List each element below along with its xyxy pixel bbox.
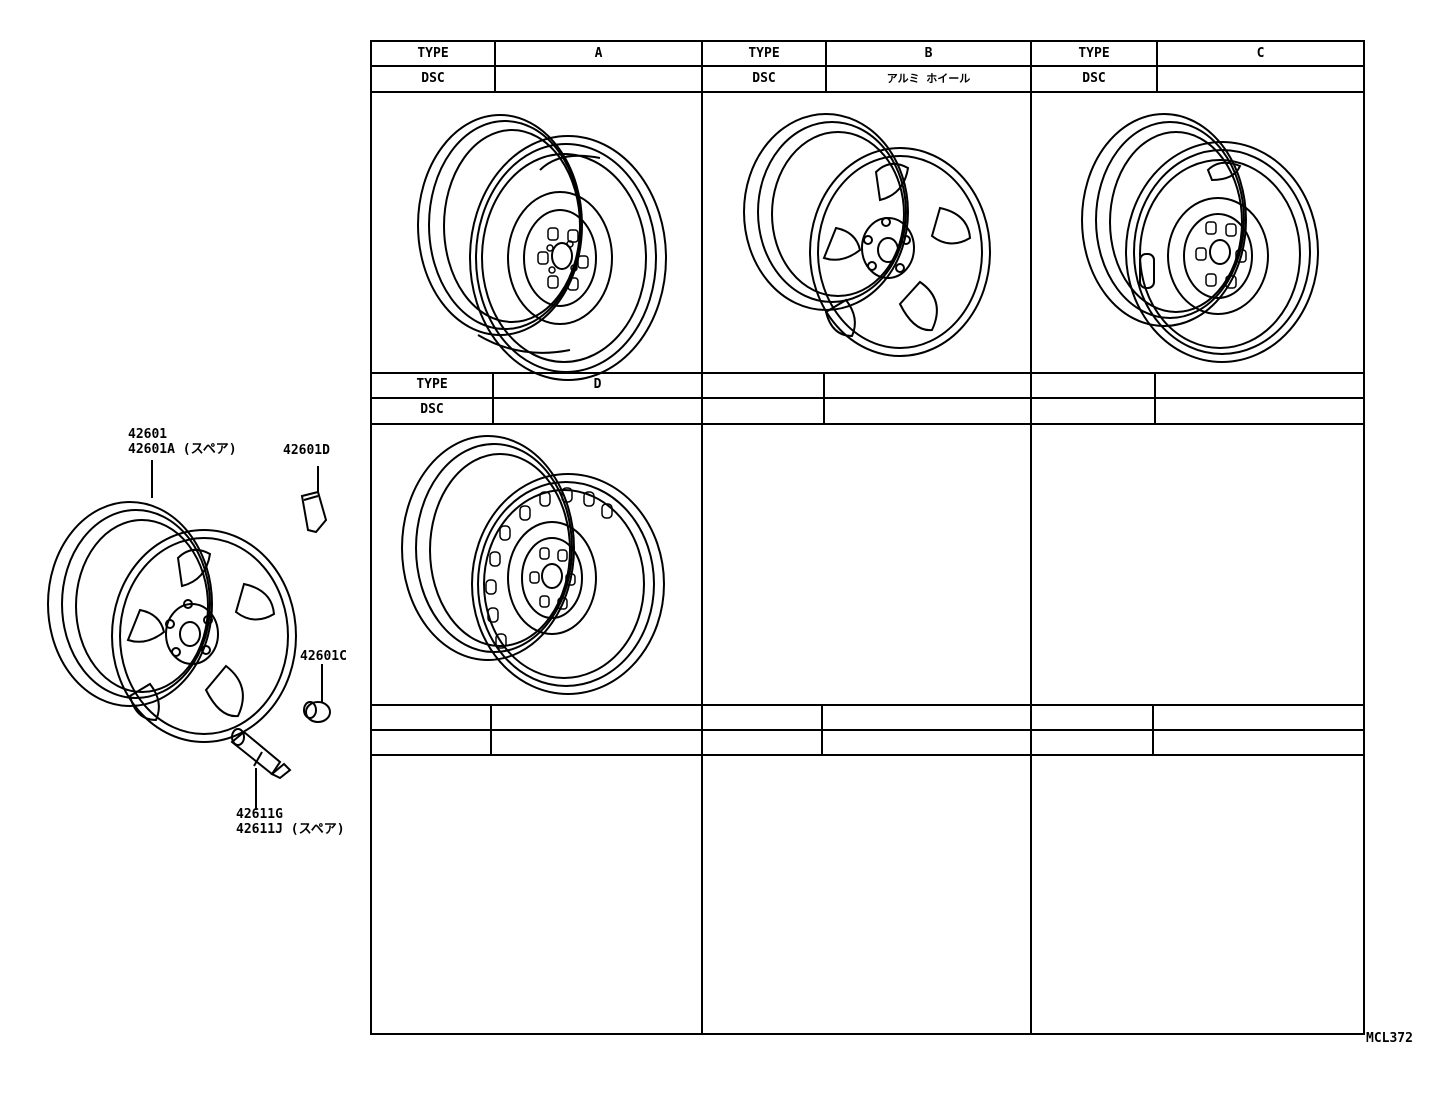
wheel-type-b-illustration xyxy=(743,113,991,357)
type-a-label: TYPE xyxy=(417,46,449,61)
type-b-value: B xyxy=(924,46,933,61)
type-c-value: C xyxy=(1256,46,1265,61)
wheel-type-d-illustration xyxy=(401,435,665,695)
callout-valve-main: 42611G xyxy=(236,807,283,822)
parts-grid xyxy=(370,40,1365,1035)
leader-lines xyxy=(151,460,323,810)
type-d-value: D xyxy=(593,377,602,392)
wheel-type-c-illustration xyxy=(1081,113,1319,363)
callout-valve-spare: 42611J (スペア) xyxy=(236,822,345,837)
wheel-type-a-illustration xyxy=(417,114,667,381)
callout-cap: 42601C xyxy=(300,649,347,664)
dsc-c-label: DSC xyxy=(1082,71,1106,86)
dsc-b-label: DSC xyxy=(752,71,776,86)
cap-illustration xyxy=(303,701,331,723)
dsc-d-label: DSC xyxy=(420,402,444,417)
type-b-label: TYPE xyxy=(748,46,780,61)
callout-wheel-spare: 42601A (スペア) xyxy=(128,442,237,457)
diagram-code: MCL372 xyxy=(1366,1031,1413,1046)
balance-weight-illustration xyxy=(300,490,328,534)
dsc-b-value: アルミ ホイール xyxy=(886,72,971,85)
type-a-value: A xyxy=(594,46,603,61)
valve-illustration xyxy=(230,728,292,780)
type-d-label: TYPE xyxy=(416,377,448,392)
type-c-label: TYPE xyxy=(1078,46,1110,61)
assembly-wheel-illustration xyxy=(47,501,297,743)
grid-frame xyxy=(370,40,1365,1035)
dsc-a-label: DSC xyxy=(421,71,445,86)
callout-wheel-main: 42601 xyxy=(128,427,168,442)
callout-balance-weight: 42601D xyxy=(283,443,330,458)
